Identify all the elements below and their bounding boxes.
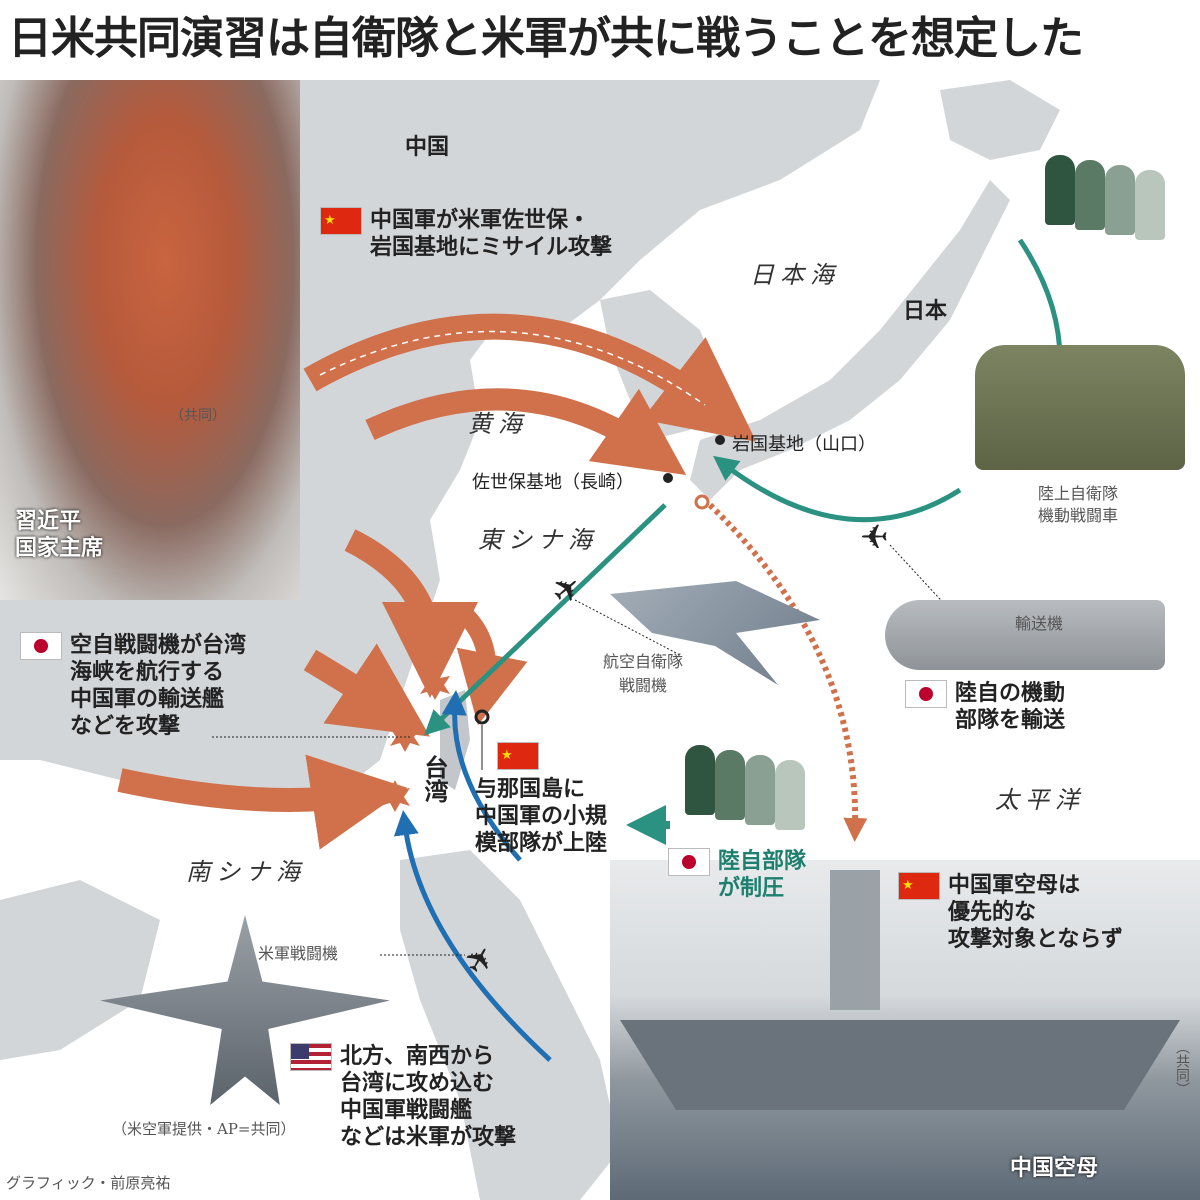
carrier-hull — [620, 1020, 1180, 1110]
xi-jinping-portrait — [0, 80, 300, 600]
callout-yonaguni-landing: 与那国島に 中国軍の小規 模部隊が上陸 — [475, 742, 607, 857]
missile-arrow-iwakuni — [303, 313, 757, 442]
jsdf-deploy-path — [1017, 238, 1063, 361]
us-fighter-label: 米軍戦闘機 — [258, 944, 339, 963]
carrier-label: 中国空母 — [1010, 1156, 1099, 1181]
attack-arrow-3 — [117, 754, 408, 850]
carrier-credit: （共同） — [1174, 1040, 1190, 1096]
yonaguni-marker — [474, 709, 490, 725]
callout-us-attack: 北方、南西から 台湾に攻め込む 中国軍戦闘艦 などは米軍が攻撃 — [290, 1043, 516, 1151]
japan-flag-icon — [20, 632, 62, 660]
callout-carrier: 中国軍空母は 優先的な 攻撃対象とならず — [898, 872, 1123, 953]
hokkaido — [940, 80, 1060, 160]
label-iwakuni: 岩国基地（山口） — [732, 434, 876, 455]
callout-gsdf-suppress: 陸自部隊 が制圧 — [668, 848, 806, 902]
portrait-credit: （共同） — [170, 408, 226, 424]
callout-missile-attack: 中国軍が米軍佐世保・ 岩国基地にミサイル攻撃 — [320, 207, 612, 261]
maneuver-combat-vehicle-photo — [975, 345, 1185, 470]
label-south-china-sea: 南シナ海 — [186, 858, 306, 886]
jsdf-fighter-path — [424, 503, 667, 736]
sasebo-marker — [663, 473, 673, 483]
tank-label: 陸上自衛隊 機動戦闘車 — [1038, 484, 1119, 525]
china-flag-icon — [320, 207, 362, 235]
label-china: 中国 — [405, 135, 450, 160]
label-japan: 日本 — [903, 299, 948, 324]
portrait-caption: 習近平 国家主席 — [15, 509, 104, 561]
callout-jasdf-attack: 空自戦闘機が台湾 海峡を航行する 中国軍の輸送艦 などを攻撃 — [20, 632, 246, 740]
graphic-credit: グラフィック・前原亮祐 — [6, 1174, 171, 1192]
label-yellow-sea: 黄海 — [468, 410, 528, 438]
us-path-south — [393, 810, 552, 1062]
attack-arrow-2 — [303, 643, 430, 737]
us-flag-icon — [290, 1043, 332, 1071]
japan-flag-icon — [905, 680, 947, 708]
japan-kyushu-honshu — [690, 180, 1010, 500]
label-sasebo: 佐世保基地（長崎） — [472, 472, 634, 493]
transport-label: 輸送機 — [1015, 614, 1064, 633]
label-pacific: 太平洋 — [995, 786, 1085, 814]
japan-flag-icon — [668, 848, 710, 876]
china-flag-icon — [898, 872, 940, 900]
south-china-coast — [0, 880, 160, 1060]
philippines — [400, 850, 620, 1200]
us-path-north — [441, 690, 522, 862]
jasdf-fighter-label: 航空自衛隊 戦闘機 — [603, 652, 684, 695]
headline: 日米共同演習は自衛隊と米軍が共に戦うことを想定した — [8, 13, 1084, 64]
jet-icon-transport: ✈ — [860, 515, 889, 555]
label-taiwan: 台湾 — [420, 755, 448, 803]
transport-aircraft-photo — [885, 600, 1165, 670]
missile-arrow-sasebo — [365, 388, 687, 476]
china-flag-icon — [497, 742, 539, 770]
iwakuni-marker — [715, 435, 725, 445]
callout-transport: 陸自の機動 部隊を輸送 — [905, 680, 1065, 734]
jsdf-transport-path — [713, 455, 962, 523]
carrier-island — [830, 870, 880, 1010]
us-fighter-credit: （米空軍提供・AP=共同） — [112, 1120, 296, 1138]
explosion-icons — [380, 668, 450, 812]
attack-arrow-1 — [344, 529, 478, 698]
attack-arrow-4 — [453, 603, 528, 726]
label-east-china-sea: 東シナ海 — [478, 526, 598, 554]
label-japan-sea: 日本海 — [750, 261, 840, 289]
okinawa-marker — [694, 494, 710, 510]
